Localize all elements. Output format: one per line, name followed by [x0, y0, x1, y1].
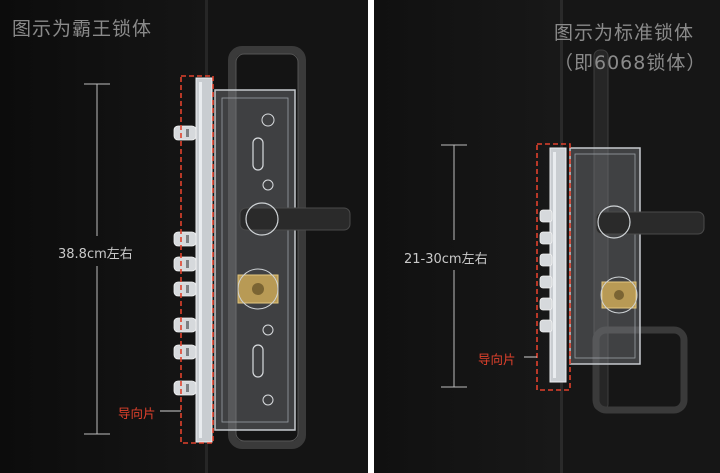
standard-lock-illustration: [441, 0, 720, 473]
left-guide-label: 导向片: [118, 406, 156, 421]
right-guide-label: 导向片: [478, 352, 516, 367]
right-panel: 图示为标准锁体 （即6068锁体） 21-30cm左右 导向片: [374, 0, 720, 473]
right-caption-line1: 图示为标准锁体: [554, 22, 695, 44]
right-caption-line2: （即6068锁体）: [554, 52, 707, 74]
left-panel: 图示为霸王锁体 38.8cm左右 导向片: [0, 0, 368, 473]
right-measurement-label: 21-30cm左右: [404, 252, 488, 267]
left-measurement-label: 38.8cm左右: [58, 247, 133, 262]
left-caption: 图示为霸王锁体: [12, 18, 153, 40]
overlord-lock-illustration: [84, 0, 368, 473]
